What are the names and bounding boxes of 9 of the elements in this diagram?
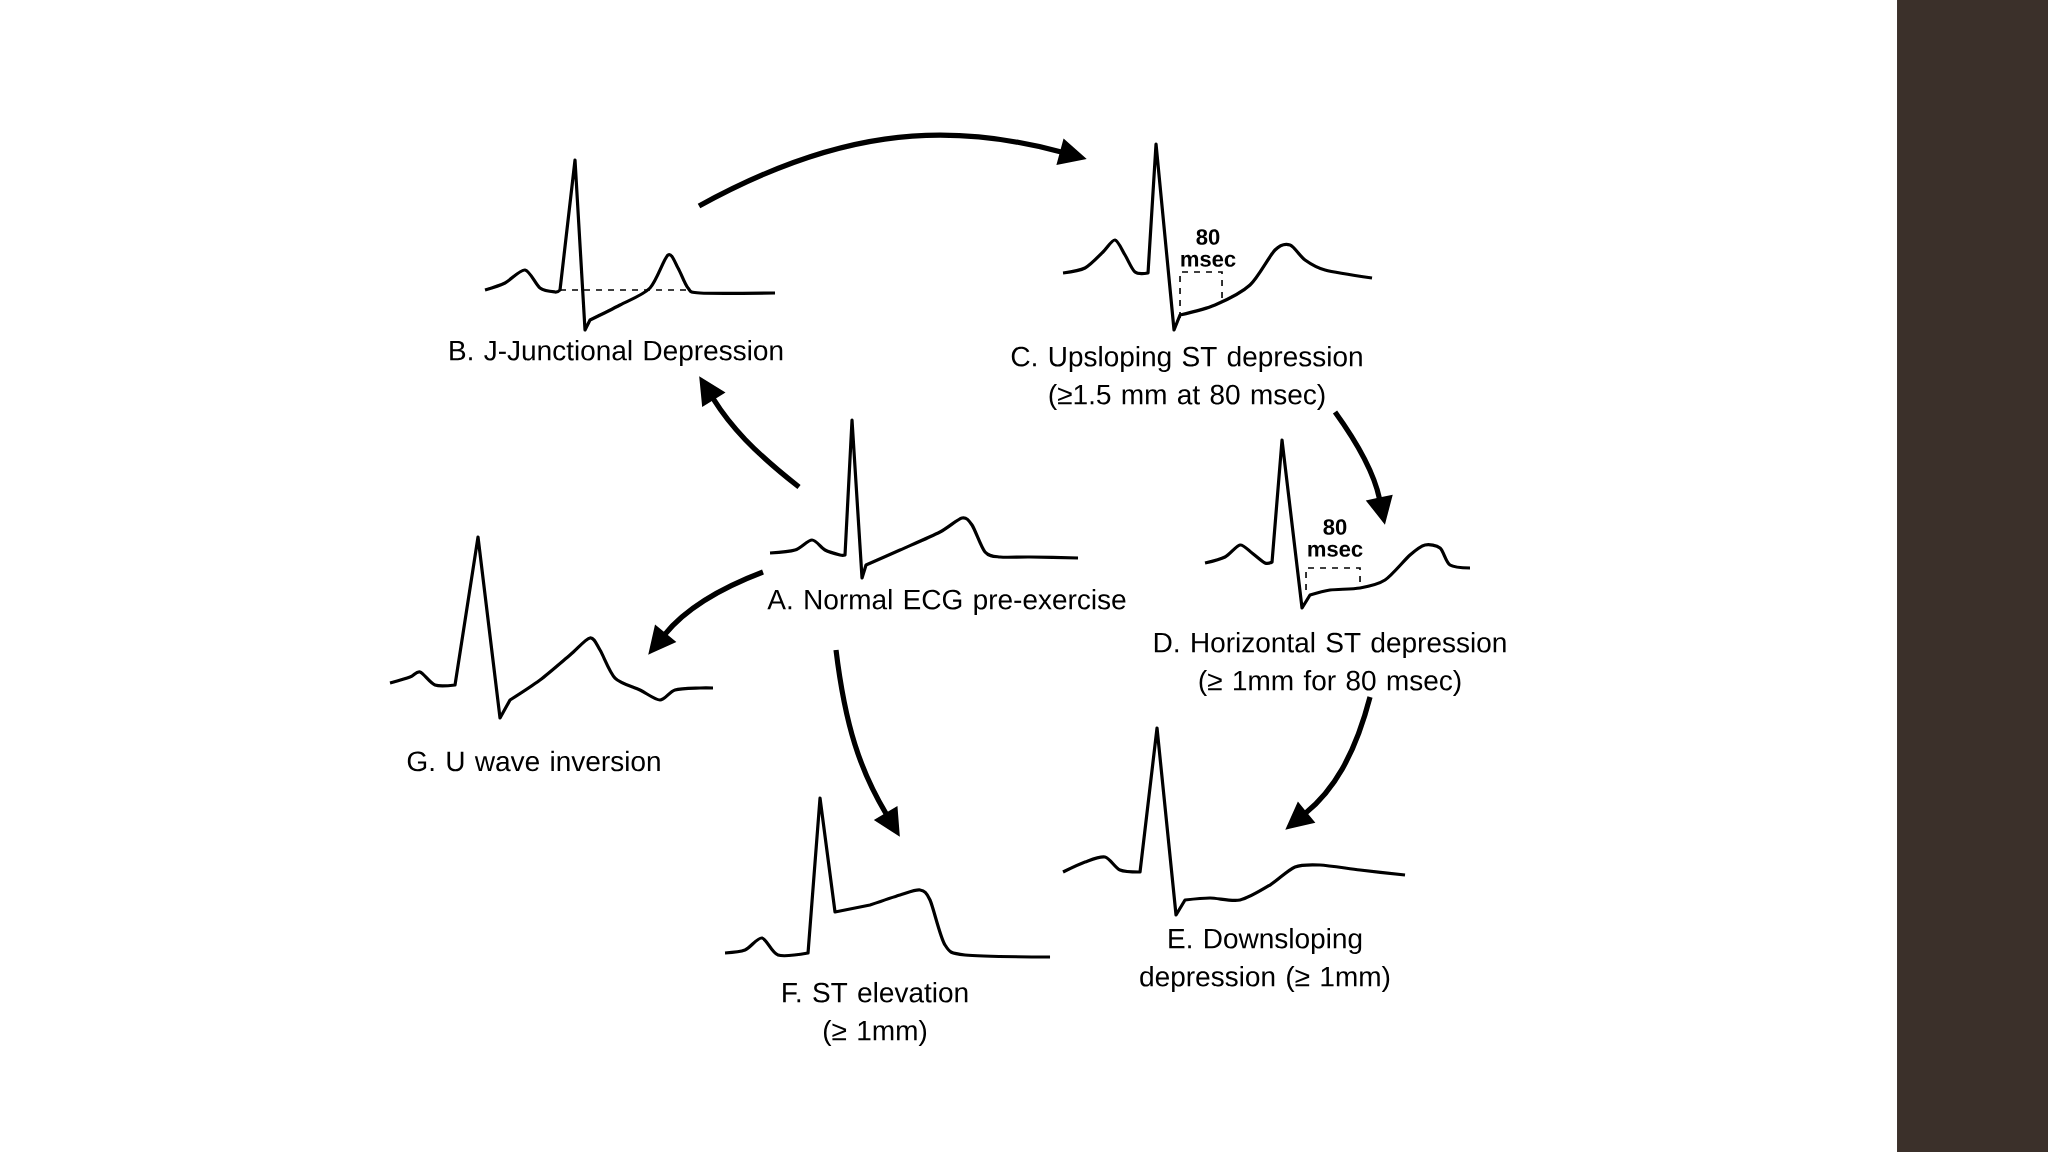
trace-label: G. U wave inversion	[407, 750, 660, 772]
trace-label: D. Horizontal ST depression (≥ 1mm for 80 msec)	[1154, 631, 1506, 697]
trace-label: F. ST elevation (≥ 1mm)	[783, 981, 968, 1047]
interval-label: 80 msec	[1308, 519, 1363, 557]
trace-label: E. Downsloping depression (≥ 1mm)	[1140, 927, 1390, 993]
trace-label: A. Normal ECG pre-exercise	[767, 588, 1126, 616]
trace-label: B. J-Junctional Depression	[450, 339, 783, 367]
interval-label: 80 msec	[1181, 229, 1236, 267]
trace-label: C. Upsloping ST depression (≥1.5 mm at 80 msec)	[1011, 345, 1362, 411]
